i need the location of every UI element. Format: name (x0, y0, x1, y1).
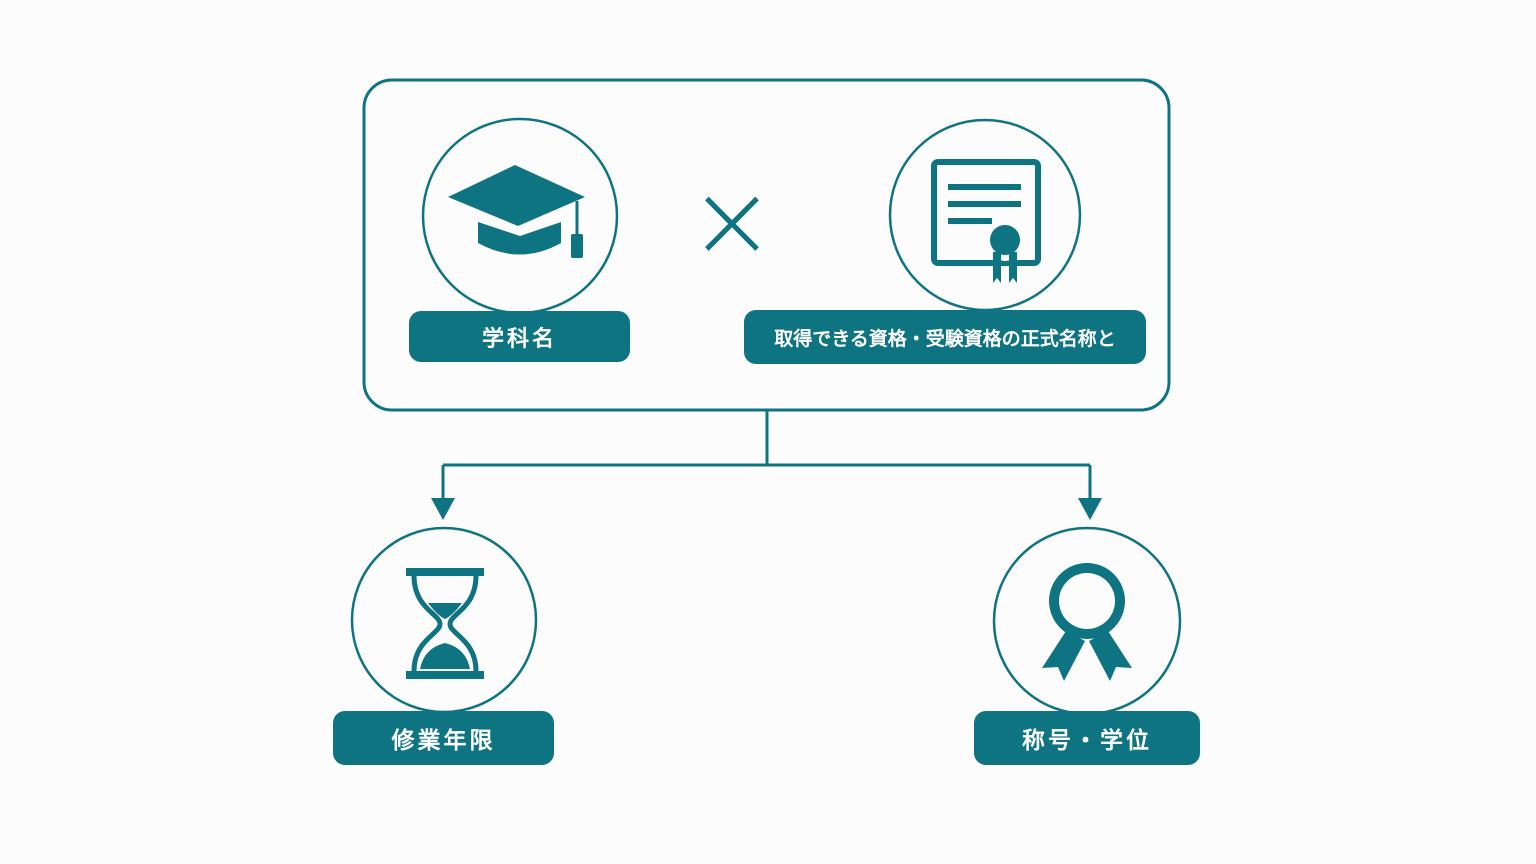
connector-lines (441, 410, 1092, 500)
graduation-cap-icon (448, 165, 585, 258)
arrow-head-left (431, 498, 455, 520)
study-period-label: 修業年限 (333, 711, 554, 765)
hourglass-icon (406, 568, 484, 679)
degree-title-label: 称号・学位 (974, 711, 1200, 765)
qualification-name-label: 取得できる資格・受験資格の正式名称と (744, 310, 1146, 364)
arrow-head-right (1078, 498, 1102, 520)
multiply-operator: × (688, 159, 775, 281)
icon-circle-qualification (888, 118, 1082, 312)
award-ribbon-icon (1042, 563, 1132, 681)
certificate-icon (931, 159, 1041, 283)
department-name-label: 学科名 (409, 311, 630, 362)
icon-circle-period (350, 526, 538, 714)
